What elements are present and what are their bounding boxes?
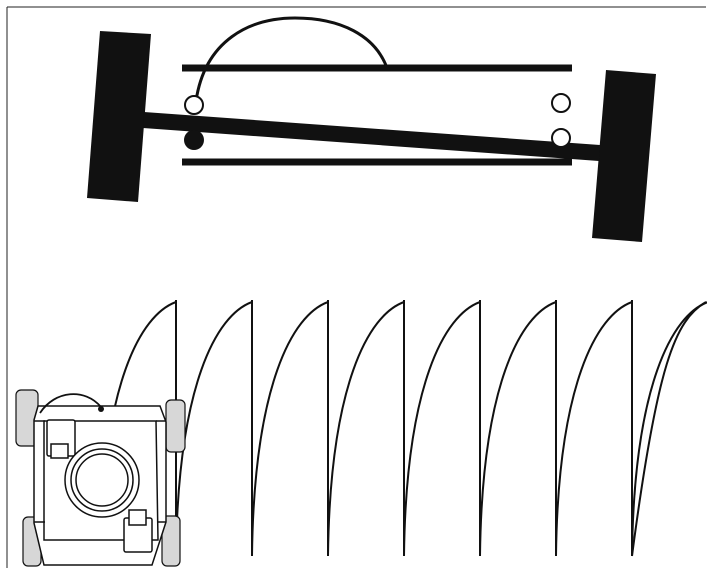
mower-engine-core-ring <box>75 453 129 507</box>
axle-diagram-icon <box>87 16 656 242</box>
mowing-stripe-partial-curve <box>631 301 707 557</box>
mower-left-handle-detail <box>50 443 69 459</box>
mower-right-handle-detail <box>128 509 147 526</box>
top-right-hole <box>551 93 571 113</box>
bottom-left-filled-hole <box>184 130 204 150</box>
mowing-stripe-curve-3 <box>251 301 329 557</box>
right-wheel <box>592 70 656 242</box>
mower-deck-corners <box>34 420 166 523</box>
lawn-mower-icon <box>15 389 186 567</box>
mowing-stripe-curve-8 <box>631 301 707 557</box>
mowing-path-icon <box>99 300 707 557</box>
mowing-stripe-curve-6 <box>479 301 557 557</box>
front-right-wheel <box>161 515 181 567</box>
bottom-right-hole <box>551 128 571 148</box>
mowing-stripe-curve-2 <box>175 301 253 557</box>
rear-right-wheel <box>165 399 186 453</box>
mower-cable-point <box>98 406 104 412</box>
mowing-stripe-curve-7 <box>555 301 633 557</box>
curved-cable <box>194 16 389 102</box>
diagonal-axle-bar <box>143 112 600 161</box>
top-left-hole <box>184 95 204 115</box>
left-wheel <box>87 31 151 202</box>
mowing-stripe-curve-4 <box>327 301 405 557</box>
mower-cable-loop <box>39 393 102 414</box>
mowing-stripe-curve-5 <box>403 301 481 557</box>
